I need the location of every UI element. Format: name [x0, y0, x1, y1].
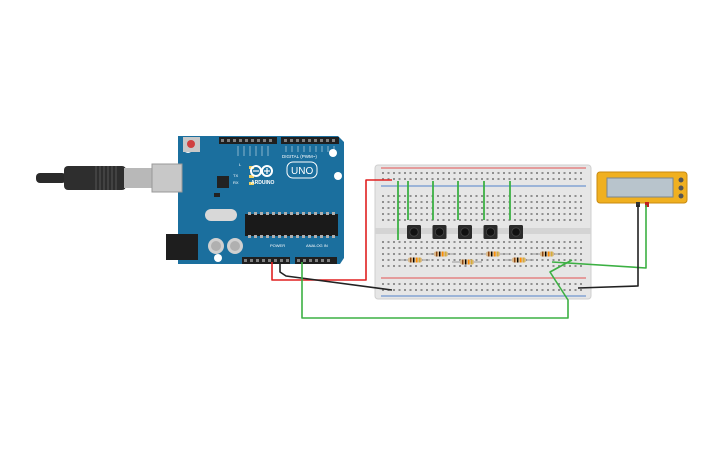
wire-green-a0[interactable] — [301, 259, 573, 319]
resistor[interactable] — [400, 257, 430, 263]
wire-black-lcd[interactable] — [577, 205, 639, 289]
mount-hole — [334, 172, 342, 180]
power-header[interactable] — [242, 257, 290, 264]
microcontroller-chip — [245, 212, 338, 238]
l-label: L — [239, 162, 242, 167]
analog-label: ANALOG IN — [306, 243, 328, 248]
pushbutton[interactable] — [432, 225, 447, 239]
lcd-screen — [606, 177, 674, 198]
resistor[interactable] — [426, 251, 456, 257]
resistor[interactable] — [452, 259, 482, 265]
mount-hole — [214, 254, 222, 262]
model-label: UNO — [291, 166, 313, 177]
pushbutton-group[interactable] — [407, 225, 523, 239]
arduino-logo-icon — [250, 165, 273, 177]
wire-red-5v[interactable] — [271, 179, 392, 281]
rx-label: RX — [233, 180, 239, 185]
tx-label: TX — [233, 173, 238, 178]
mount-hole — [329, 149, 337, 157]
brand-label: ARDUINO — [251, 180, 274, 186]
wire-black-gnd[interactable] — [279, 262, 393, 291]
wire-green-lcd[interactable] — [551, 205, 647, 269]
pushbutton[interactable] — [407, 225, 421, 239]
lcd-module[interactable] — [596, 171, 688, 207]
resistor[interactable] — [504, 257, 534, 263]
pushbutton[interactable] — [483, 225, 498, 239]
breadboard[interactable] — [374, 164, 592, 300]
digital-header[interactable] — [219, 137, 339, 144]
arduino-uno-board[interactable]: DIGITAL (PWM~) ARDUINO UNO TX RX L POWER… — [151, 136, 344, 264]
lcd-pin — [678, 185, 684, 191]
resistor[interactable] — [532, 251, 562, 257]
power-jack[interactable] — [166, 234, 198, 260]
pushbutton[interactable] — [509, 225, 523, 239]
wires[interactable] — [271, 179, 647, 319]
analog-header[interactable] — [295, 257, 337, 264]
lcd-pin — [678, 193, 684, 199]
resistor[interactable] — [478, 251, 508, 257]
power-label: POWER — [270, 243, 285, 248]
digital-label: DIGITAL (PWM~) — [282, 154, 317, 159]
pushbutton[interactable] — [458, 225, 472, 239]
lcd-pin — [678, 177, 684, 183]
resistor-group[interactable] — [400, 251, 562, 265]
